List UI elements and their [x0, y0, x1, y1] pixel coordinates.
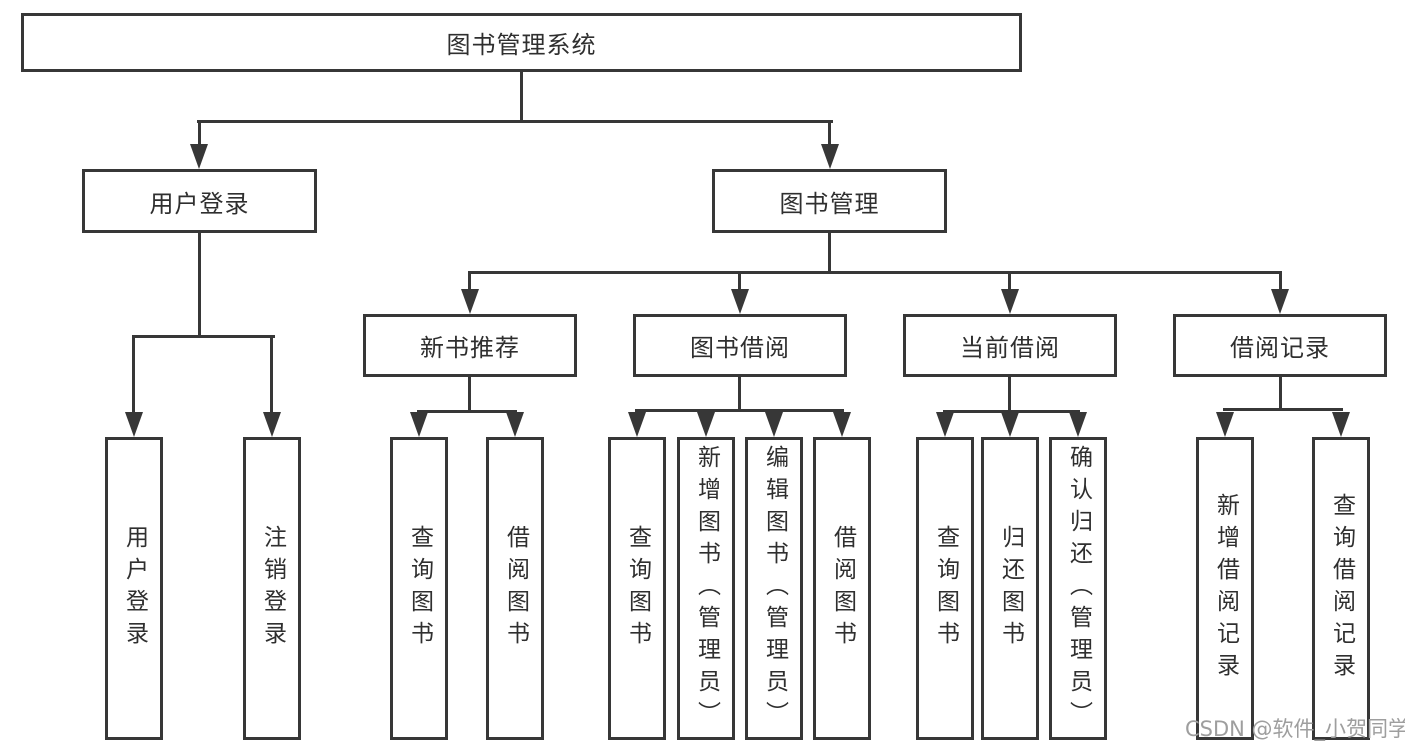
leaf-query-borrow-record: 查询借阅记录: [1312, 437, 1370, 740]
leaf-edit-books-admin: 编辑图书（管理员）: [745, 437, 803, 740]
connector-line: [198, 233, 201, 335]
connector-line: [520, 72, 523, 120]
connector-line: [943, 410, 1080, 413]
leaf-logout: 注销登录: [243, 437, 301, 740]
arrow-down-icon: [628, 412, 646, 437]
node-borrow-records: 借阅记录: [1173, 314, 1387, 377]
leaf-label: 查询借阅记录: [1328, 492, 1355, 685]
node-current-borrow: 当前借阅: [903, 314, 1117, 377]
node-system-root: 图书管理系统: [21, 13, 1022, 72]
connector-line: [738, 377, 741, 409]
arrow-down-icon: [1069, 412, 1087, 437]
connector-line: [828, 233, 831, 271]
connector-line: [1279, 377, 1282, 408]
arrow-down-icon: [821, 144, 839, 169]
leaf-label: 确认归还（管理员）: [1065, 444, 1092, 733]
leaf-label: 借阅图书: [502, 524, 529, 653]
connector-line: [468, 377, 471, 410]
arrow-down-icon: [190, 144, 208, 169]
arrow-down-icon: [1001, 289, 1019, 314]
leaf-label: 查询图书: [624, 524, 651, 653]
leaf-borrow-books-recommend: 借阅图书: [486, 437, 544, 740]
leaf-borrow-books: 借阅图书: [813, 437, 871, 740]
leaf-add-books-admin: 新增图书（管理员）: [677, 437, 735, 740]
node-user-login: 用户登录: [82, 169, 317, 233]
arrow-down-icon: [506, 412, 524, 437]
connector-line: [738, 271, 741, 293]
connector-line: [197, 120, 833, 123]
leaf-label: 编辑图书（管理员）: [761, 444, 788, 733]
leaf-label: 新增借阅记录: [1212, 492, 1239, 685]
arrow-down-icon: [1271, 289, 1289, 314]
connector-line: [635, 409, 844, 412]
arrow-down-icon: [833, 412, 851, 437]
connector-line: [828, 120, 831, 147]
leaf-label: 归还图书: [997, 524, 1024, 653]
leaf-label: 用户登录: [121, 524, 148, 653]
connector-line: [1008, 377, 1011, 410]
connector-line: [132, 335, 275, 338]
arrow-down-icon: [1001, 412, 1019, 437]
leaf-label: 查询图书: [406, 524, 433, 653]
connector-line: [132, 335, 135, 414]
node-book-management: 图书管理: [712, 169, 947, 233]
leaf-query-books-recommend: 查询图书: [390, 437, 448, 740]
connector-line: [468, 271, 471, 293]
leaf-query-books-borrow: 查询图书: [608, 437, 666, 740]
arrow-down-icon: [936, 412, 954, 437]
arrow-down-icon: [697, 412, 715, 437]
leaf-add-borrow-record: 新增借阅记录: [1196, 437, 1254, 740]
connector-line: [198, 120, 201, 147]
leaf-label: 新增图书（管理员）: [693, 444, 720, 733]
leaf-user-login: 用户登录: [105, 437, 163, 740]
leaf-return-books: 归还图书: [981, 437, 1039, 740]
connector-line: [1279, 271, 1282, 293]
connector-line: [1223, 408, 1343, 411]
leaf-query-books-current: 查询图书: [916, 437, 974, 740]
arrow-down-icon: [461, 289, 479, 314]
connector-line: [468, 271, 1282, 274]
leaf-label: 借阅图书: [829, 524, 856, 653]
leaf-label: 查询图书: [932, 524, 959, 653]
arrow-down-icon: [765, 412, 783, 437]
arrow-down-icon: [263, 412, 281, 437]
arrow-down-icon: [125, 412, 143, 437]
connector-line: [270, 335, 273, 414]
arrow-down-icon: [731, 289, 749, 314]
leaf-label: 注销登录: [259, 524, 286, 653]
connector-line: [417, 410, 517, 413]
connector-line: [1008, 271, 1011, 293]
leaf-confirm-return-admin: 确认归还（管理员）: [1049, 437, 1107, 740]
node-book-borrow: 图书借阅: [633, 314, 847, 377]
arrow-down-icon: [410, 412, 428, 437]
arrow-down-icon: [1216, 412, 1234, 437]
arrow-down-icon: [1332, 412, 1350, 437]
node-new-book-recommend: 新书推荐: [363, 314, 577, 377]
watermark: CSDN @软件_小贺同学: [1185, 717, 1405, 741]
